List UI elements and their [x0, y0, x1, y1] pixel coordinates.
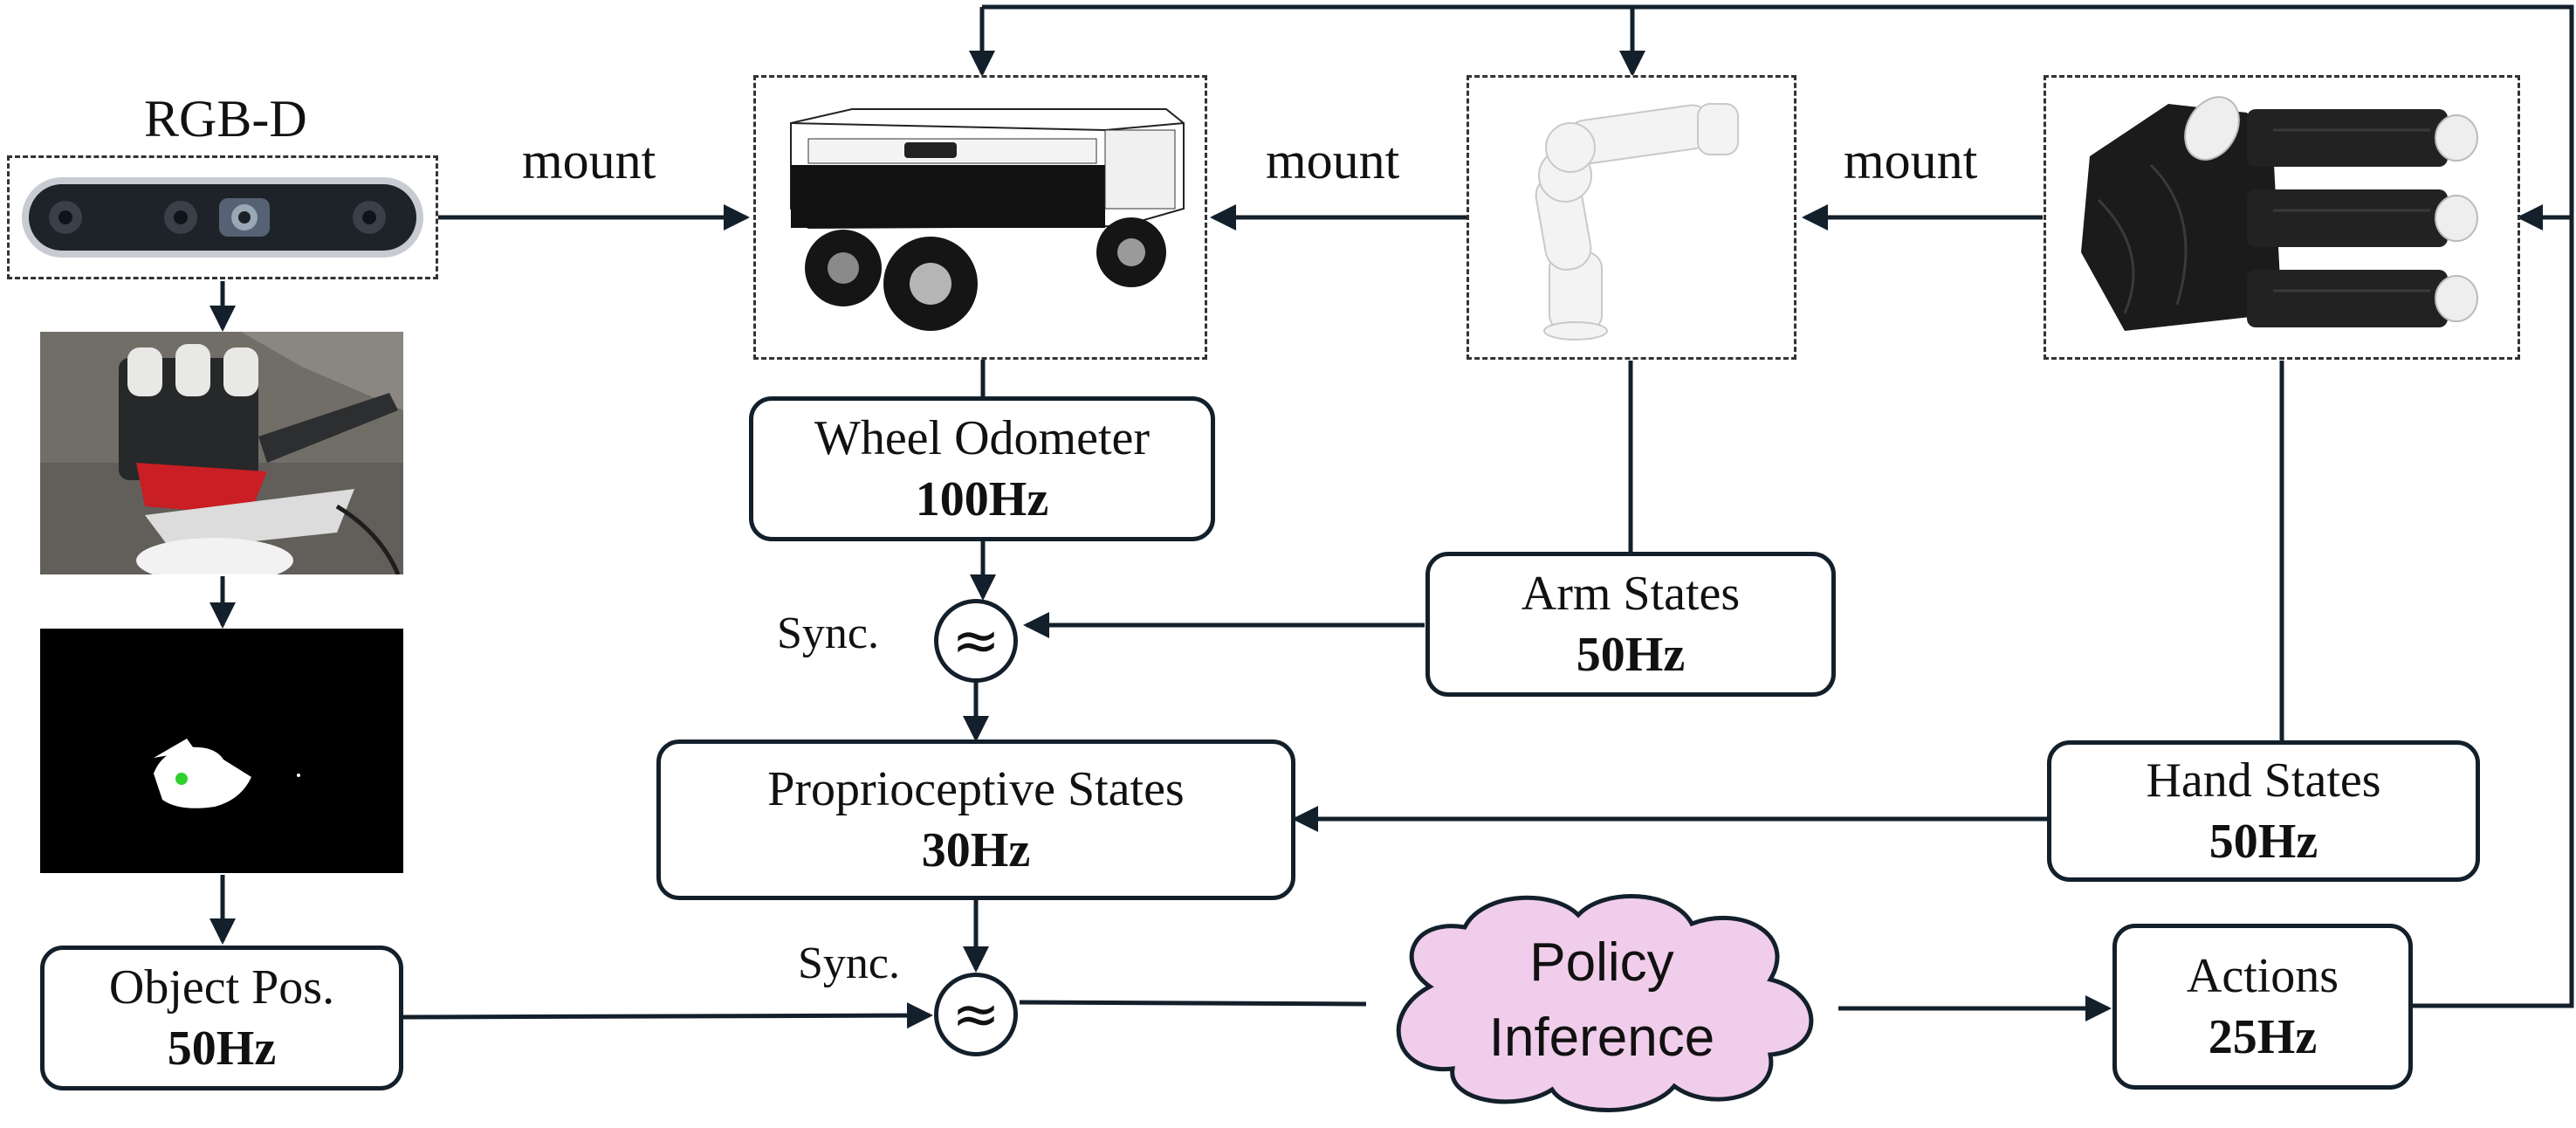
line-sync2-to-policy	[1019, 1000, 1367, 1007]
policy-inference-cloud	[1396, 894, 1814, 1112]
mount-label-arm: mount	[1266, 132, 1400, 189]
actions-freq: 25Hz	[2208, 1010, 2318, 1064]
proprioceptive-freq: 30Hz	[921, 823, 1031, 877]
hand-states-title: Hand States	[2146, 753, 2381, 808]
object-pos-freq: 50Hz	[167, 1021, 277, 1076]
mount-label-hand: mount	[1844, 132, 1978, 189]
wheel-odometer-freq: 100Hz	[915, 472, 1049, 526]
proprioceptive-states-node: Proprioceptive States 30Hz	[656, 739, 1295, 900]
policy-line-2: Inference	[1488, 1008, 1715, 1068]
object-segmentation-mask	[40, 629, 403, 873]
robot-hand-icon	[2081, 96, 2478, 331]
robot-base-frame	[753, 75, 1207, 360]
arm-states-title: Arm States	[1521, 567, 1741, 621]
arrow-objectpos-to-sync2	[402, 1002, 933, 1029]
object-pos-title: Object Pos.	[108, 960, 335, 1015]
sync-label-2: Sync.	[798, 939, 900, 988]
actions-node: Actions 25Hz	[2112, 924, 2413, 1090]
sync-node-1: ≈	[934, 599, 1018, 683]
hand-states-freq: 50Hz	[2208, 815, 2318, 869]
sync-node-2: ≈	[934, 973, 1018, 1056]
mobile-robot-base-icon	[790, 108, 1185, 331]
arm-states-node: Arm States 50Hz	[1425, 552, 1836, 697]
rgbd-camera-icon	[22, 177, 423, 258]
sync-label-1: Sync.	[777, 609, 879, 658]
robot-hand-frame	[2044, 75, 2520, 360]
hand-states-node: Hand States 50Hz	[2047, 740, 2480, 882]
mount-label-camera: mount	[522, 132, 656, 189]
wheel-odometer-title: Wheel Odometer	[814, 411, 1151, 465]
line-actions-feedback	[982, 4, 2574, 1008]
actions-title: Actions	[2186, 949, 2339, 1003]
camera-title: RGB-D	[144, 90, 307, 148]
robot-arm-frame	[1467, 75, 1796, 360]
wheel-odometer-node: Wheel Odometer 100Hz	[749, 396, 1215, 541]
policy-inference-text: Policy Inference	[1397, 925, 1807, 1076]
robot-arm-icon	[1535, 103, 1739, 340]
camera-frame	[7, 155, 438, 279]
object-pos-node: Object Pos. 50Hz	[40, 946, 403, 1090]
hand-held-object-photo	[40, 332, 403, 574]
policy-line-1: Policy	[1529, 932, 1674, 993]
proprioceptive-title: Proprioceptive States	[767, 762, 1185, 816]
arm-states-freq: 50Hz	[1576, 628, 1686, 682]
